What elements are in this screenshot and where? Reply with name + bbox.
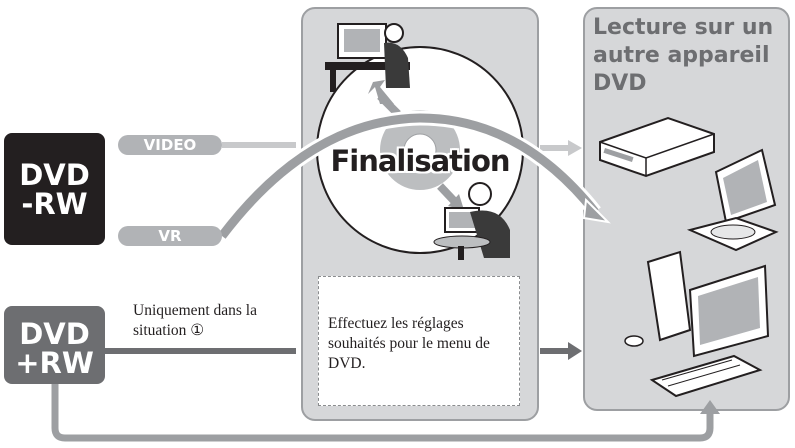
- finalisation-arrow-ring: [377, 93, 401, 117]
- vr-curve-arrow-head: [582, 197, 611, 224]
- portable-dvd-player-icon: [686, 148, 779, 252]
- dvd-plus-rw-line2: +RW: [15, 346, 94, 380]
- dvd-rw-label: DVD -RW: [4, 161, 105, 219]
- dvd-plus-rw-line1: DVD: [19, 317, 90, 351]
- dvd-plus-rw-source: DVD +RW: [4, 306, 105, 384]
- menu-note-box: [318, 276, 520, 406]
- plus-rw-loop-arrow: [51, 384, 714, 442]
- desktop-computer-icon: [624, 250, 770, 398]
- finalisation-label: Finalisation: [330, 144, 510, 178]
- person-with-laptop-icon: [433, 182, 510, 260]
- dvd-rw-source: DVD -RW: [4, 133, 105, 245]
- dvd-plus-rw-label: DVD +RW: [4, 320, 105, 378]
- arrow-head-up: [700, 400, 720, 414]
- video-mode-pill: VIDEO: [118, 135, 222, 155]
- plus-rw-caption: Uniquement dans la situation ①: [133, 302, 257, 339]
- vr-mode-pill: VR: [118, 226, 222, 246]
- menu-note-text: Effectuez les réglages souhaités pour le…: [328, 315, 490, 372]
- playback-title: Lecture sur un autre appareil DVD: [593, 15, 774, 96]
- person-at-tv-icon: [325, 23, 410, 92]
- dvd-rw-line2: -RW: [21, 187, 88, 221]
- dvd-player-icon: [599, 116, 715, 178]
- dvd-rw-line1: DVD: [19, 158, 90, 192]
